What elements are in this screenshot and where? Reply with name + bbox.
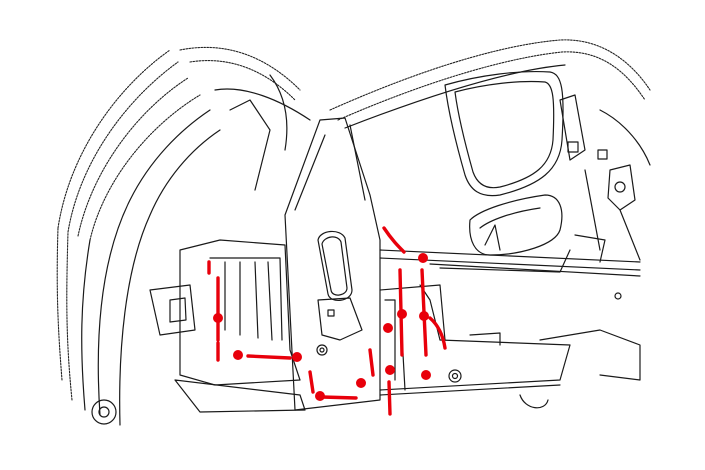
spot-weld	[397, 309, 407, 319]
spot-weld	[213, 313, 223, 323]
body-outline	[56, 39, 651, 426]
spot-weld	[292, 352, 302, 362]
spot-weld	[421, 370, 431, 380]
cut-line	[428, 316, 447, 350]
cut-line	[320, 395, 358, 400]
cut-line	[308, 370, 315, 394]
spot-weld	[356, 378, 366, 388]
cut-line	[246, 354, 292, 360]
spot-weld	[233, 350, 243, 360]
spot-weld	[385, 365, 395, 375]
spot-weld	[419, 311, 429, 321]
spot-welds	[213, 253, 431, 401]
cut-line	[387, 380, 392, 416]
cut-line	[382, 226, 406, 254]
spot-weld	[315, 391, 325, 401]
cut-line	[368, 348, 375, 377]
spot-weld	[418, 253, 428, 263]
cut-lines	[207, 226, 447, 416]
spot-weld	[383, 323, 393, 333]
